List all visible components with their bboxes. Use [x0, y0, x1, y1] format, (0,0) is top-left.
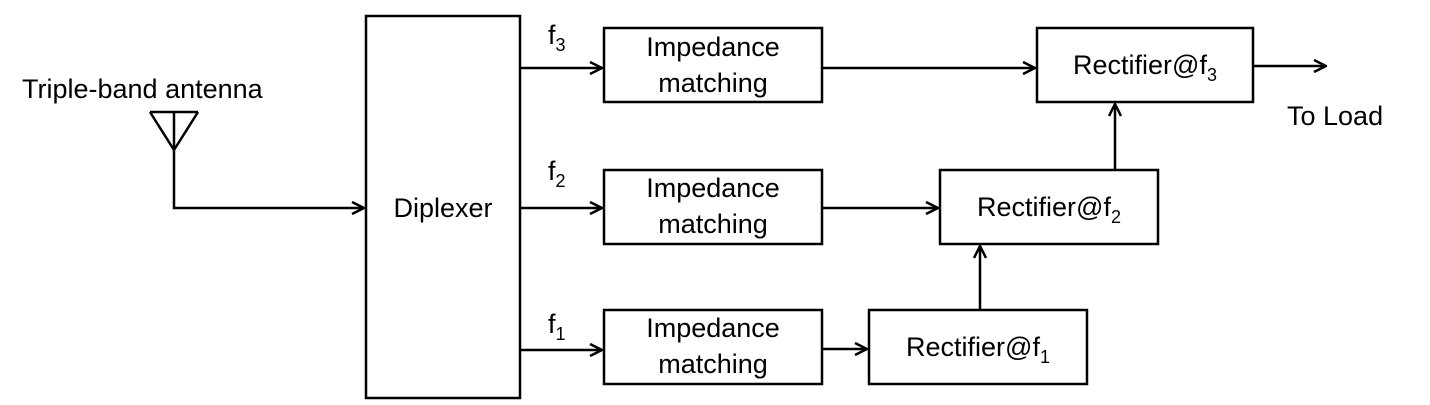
rectifier-block-f2	[938, 168, 1160, 246]
rectifier-f3-label: Rectifier@f3	[1073, 50, 1217, 85]
matching-block-f3	[602, 26, 824, 104]
rectifier-f1-label: Rectifier@f1	[906, 332, 1050, 367]
freq-label-f3: f3	[548, 20, 566, 55]
antenna-icon	[148, 110, 200, 151]
matching-f1-line2: matching	[658, 349, 768, 379]
freq-label-f1: f1	[548, 309, 566, 344]
matching-block-f1	[602, 308, 824, 386]
matching-f2-line1: Impedance	[646, 173, 780, 203]
rectifier-f2-label: Rectifier@f2	[977, 192, 1121, 227]
matching-block-f2	[602, 168, 824, 246]
antenna-label: Triple-band antenna	[22, 74, 264, 104]
diplexer-block	[364, 14, 522, 400]
matching-f3-line2: matching	[658, 68, 768, 98]
diplexer-label: Diplexer	[393, 193, 492, 223]
antenna-to-diplexer-wire	[172, 150, 364, 208]
to-load-label: To Load	[1287, 101, 1383, 131]
rectifier-block-f1	[867, 308, 1089, 386]
matching-f3-line1: Impedance	[646, 32, 780, 62]
matching-f1-line1: Impedance	[646, 313, 780, 343]
freq-label-f2: f2	[548, 156, 566, 191]
matching-f2-line2: matching	[658, 209, 768, 239]
